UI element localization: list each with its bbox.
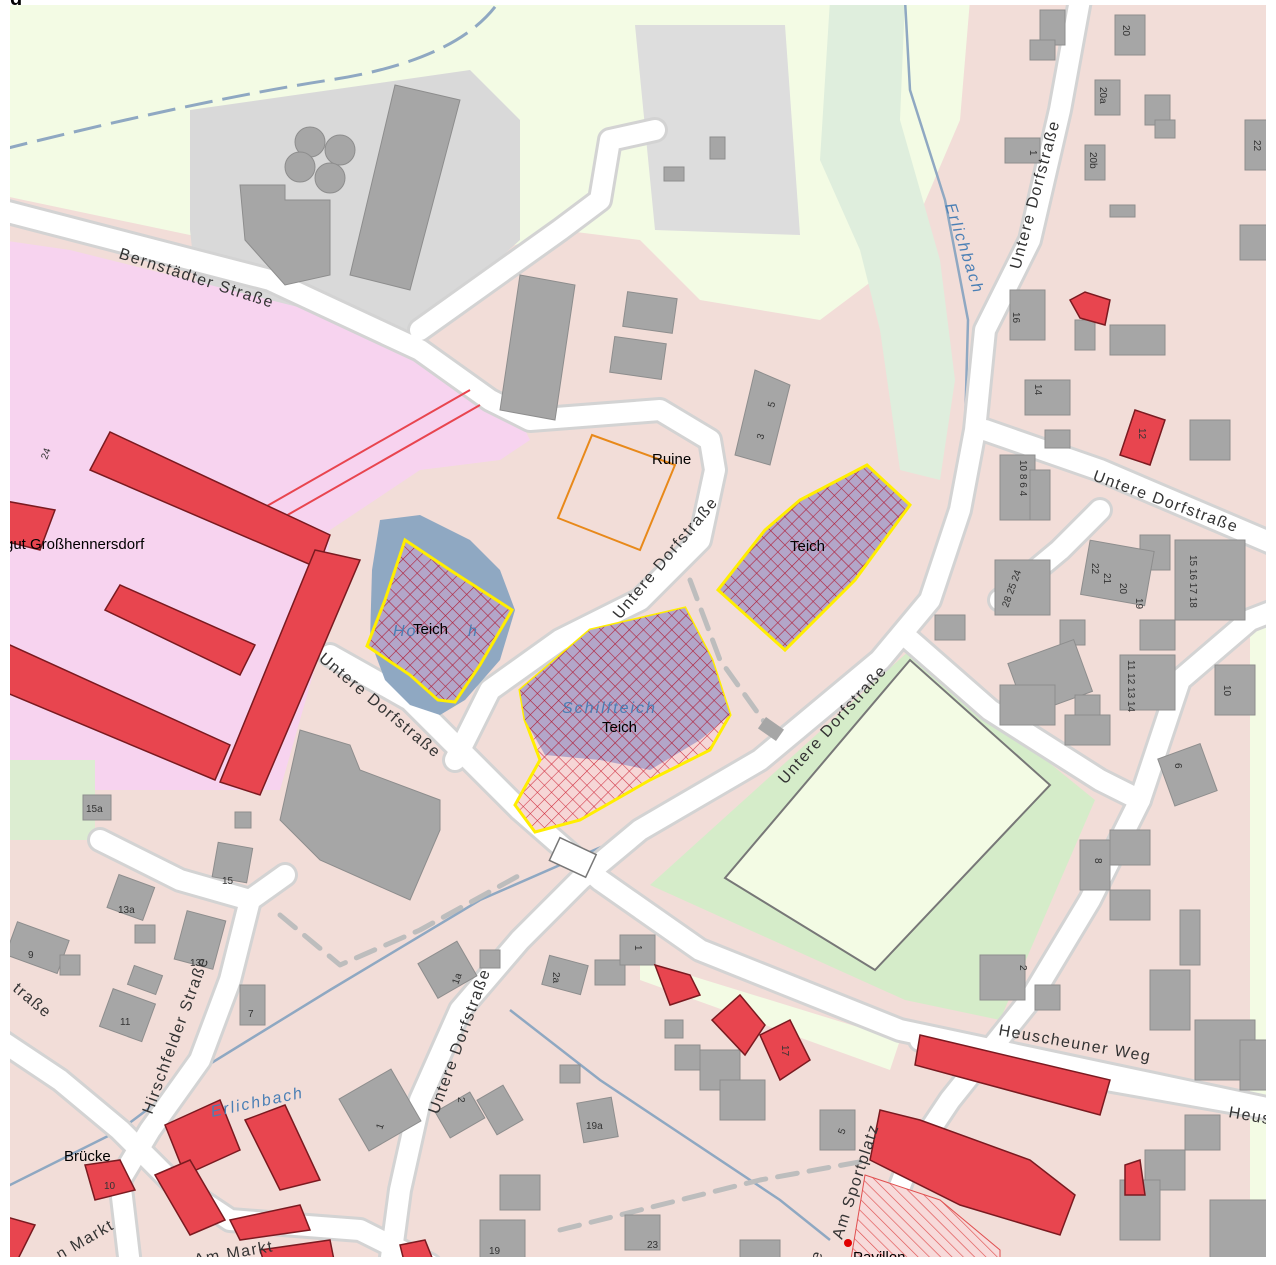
water-label-schilfteich: Schilfteich	[562, 700, 657, 717]
pond-teich-3[interactable]	[520, 608, 730, 770]
house-number: 20	[1120, 25, 1131, 37]
house-number: 20	[1117, 583, 1128, 595]
label-bruecke: Brücke	[64, 1148, 111, 1165]
house-number: 22	[1089, 563, 1100, 575]
water-label-ho: Ho	[393, 623, 417, 640]
house-number: 1	[632, 945, 643, 951]
house-numbers: 20 20a 20b 22 1 16 14 12 10 8 6 4 3 5 28…	[28, 25, 1262, 1257]
industrial-area-2	[635, 25, 800, 235]
house-number: 16	[1010, 312, 1021, 324]
meadow-strip	[640, 960, 900, 1070]
buildings	[10, 9, 1266, 1257]
label-pavillon: Pavillon	[853, 1249, 906, 1257]
house-number: 20b	[1087, 152, 1098, 169]
house-number: 2a	[550, 972, 561, 984]
map-viewport[interactable]: Bernstädter Straße Untere Dorfstraße Unt…	[10, 5, 1266, 1257]
house-number: 1	[374, 1122, 386, 1131]
pavillon-area[interactable]	[850, 1174, 1001, 1257]
sport-field[interactable]	[723, 658, 1052, 972]
bridge-2	[757, 716, 785, 742]
house-number: 19a	[586, 1121, 603, 1132]
house-number: 23	[647, 1240, 659, 1251]
house-number: 15a	[86, 804, 103, 815]
house-number: 2	[455, 1097, 466, 1103]
house-number: 17	[779, 1045, 790, 1057]
map-canvas[interactable]: Bernstädter Straße Untere Dorfstraße Unt…	[10, 5, 1266, 1257]
label-ruine: Ruine	[652, 451, 691, 468]
house-number: 19	[1133, 598, 1144, 610]
highlighted-buildings	[10, 291, 1166, 1257]
stream-top	[10, 5, 499, 150]
water-label-h: h	[468, 623, 479, 640]
house-number: 15 16 17 18	[1187, 555, 1198, 608]
label-gut: gut Großhennersdorf	[10, 536, 145, 553]
house-number: 5	[836, 1127, 848, 1136]
house-number: 3	[755, 432, 767, 441]
house-number: 11	[120, 1017, 131, 1028]
house-number: 10	[1221, 685, 1232, 697]
house-number: 22	[1251, 140, 1262, 152]
ruin-outline[interactable]	[556, 433, 677, 552]
house-number: 1a	[450, 971, 464, 986]
boundary-line-1	[259, 389, 471, 511]
house-number: 13a	[118, 905, 135, 916]
house-number: 8	[1092, 858, 1103, 864]
house-number: 13	[190, 958, 202, 969]
house-number: 5	[766, 400, 778, 409]
house-number: 6	[1172, 763, 1183, 769]
boundary-line-2	[269, 404, 481, 526]
house-number: 24	[39, 446, 53, 461]
house-number: 10 8 6 4	[1017, 460, 1028, 497]
label-teich-2: Teich	[790, 538, 825, 555]
green-left	[10, 760, 95, 840]
house-number: 9	[28, 950, 34, 961]
pond-teich-1[interactable]	[365, 537, 515, 704]
label-teich-1: Teich	[413, 621, 448, 638]
small-stream	[509, 1009, 831, 1241]
house-number: 11 12 13 14	[1125, 660, 1136, 713]
house-number: 14	[1032, 384, 1043, 396]
bridge-1	[548, 836, 598, 879]
green-strip	[820, 5, 955, 480]
house-number: 7	[248, 1009, 254, 1020]
house-number: 21	[1101, 573, 1112, 585]
pond-teich-2[interactable]	[715, 463, 912, 653]
house-number: 10	[104, 1181, 116, 1192]
house-number: 15	[222, 876, 234, 887]
label-teich-3: Teich	[602, 719, 637, 736]
house-number: 12	[1136, 428, 1147, 440]
pavillon-point[interactable]	[844, 1239, 852, 1247]
street-label-e-cut: e	[808, 1248, 827, 1257]
house-number: 1	[1027, 150, 1038, 156]
house-number: 2	[1017, 965, 1028, 971]
house-number: 19	[489, 1246, 501, 1257]
house-number: 20a	[1097, 87, 1108, 104]
